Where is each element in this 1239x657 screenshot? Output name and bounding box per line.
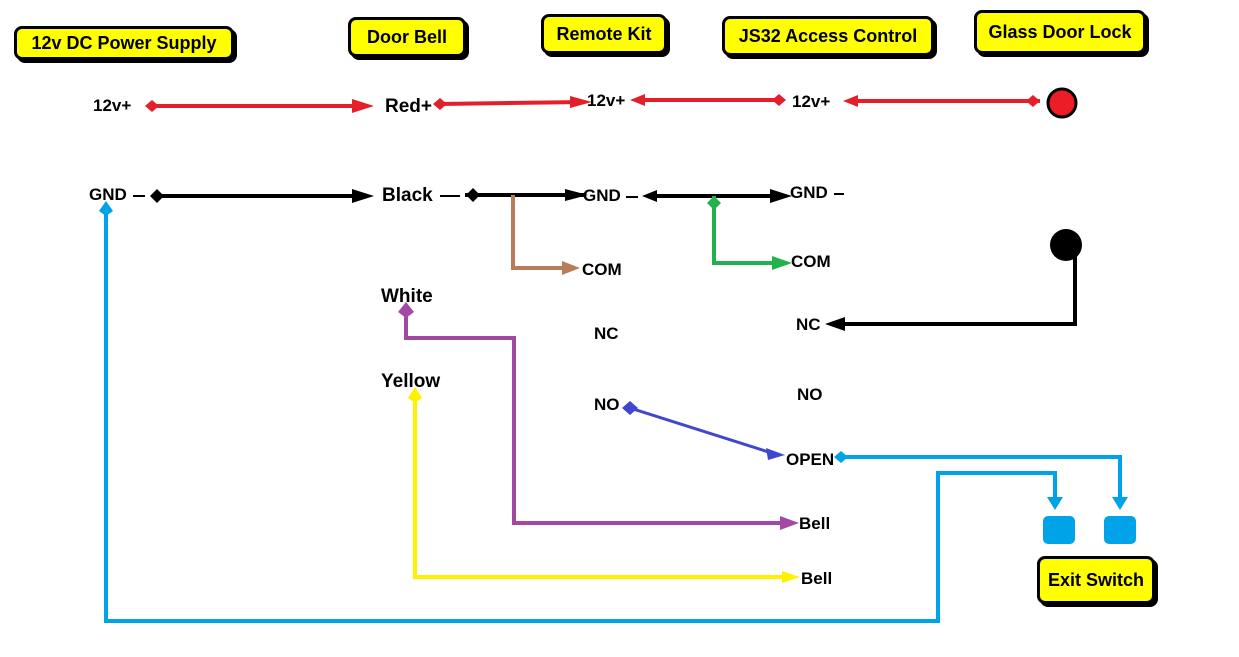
ac-bell-label: Bell	[801, 569, 833, 588]
ac-12v-label: 12v+	[792, 92, 831, 111]
lock-nc-wire	[825, 252, 1077, 331]
white-wire	[398, 302, 799, 530]
psu-gnd-label: GND	[89, 185, 127, 204]
remote-kit-box: Remote Kit	[541, 14, 667, 54]
ac-nc-label: NC	[796, 315, 821, 334]
exit-switch-terminal-icon	[1104, 516, 1136, 544]
power-supply-box: 12v DC Power Supply	[14, 26, 234, 60]
exit-wire	[99, 201, 1128, 623]
remote-gnd-label: GND	[583, 186, 621, 205]
ac-open-label: OPEN	[786, 450, 835, 469]
bell-yellow-label: Yellow	[381, 371, 441, 392]
yellow-wire	[408, 387, 800, 583]
remote-nc-label: NC	[594, 324, 619, 343]
power-wire	[145, 94, 1040, 113]
exit-switch-terminal-icon	[1043, 516, 1075, 544]
remote-12v-label: 12v+	[587, 91, 626, 110]
ground-wire	[150, 188, 792, 203]
psu-gnd-dash	[133, 195, 145, 197]
ac-bell-label: Bell	[799, 514, 831, 533]
lock-red-terminal-icon	[1046, 87, 1078, 119]
ac-no-label: NO	[797, 385, 823, 404]
remote-com-wire	[511, 195, 580, 275]
ac-com-label: COM	[791, 252, 831, 271]
bell-black-label: Black	[382, 185, 433, 206]
ac-com-wire	[707, 196, 792, 270]
no-open-wire	[622, 401, 785, 460]
lock-black-terminal-icon	[1050, 229, 1082, 261]
remote-gnd-dash	[626, 196, 638, 198]
remote-com-label: COM	[582, 260, 622, 279]
ac-gnd-label: GND	[790, 183, 828, 202]
bell-black-dash	[440, 195, 460, 197]
door-bell-box: Door Bell	[348, 17, 466, 57]
bell-white-label: White	[381, 286, 433, 307]
remote-no-label: NO	[594, 395, 620, 414]
ac-gnd-dash	[834, 193, 844, 195]
psu-12v-label: 12v+	[93, 96, 132, 115]
bell-red-label: Red+	[385, 96, 432, 117]
glass-door-lock-box: Glass Door Lock	[974, 10, 1146, 54]
exit-switch-box: Exit Switch	[1037, 556, 1155, 604]
access-control-box: JS32 Access Control	[722, 16, 934, 56]
